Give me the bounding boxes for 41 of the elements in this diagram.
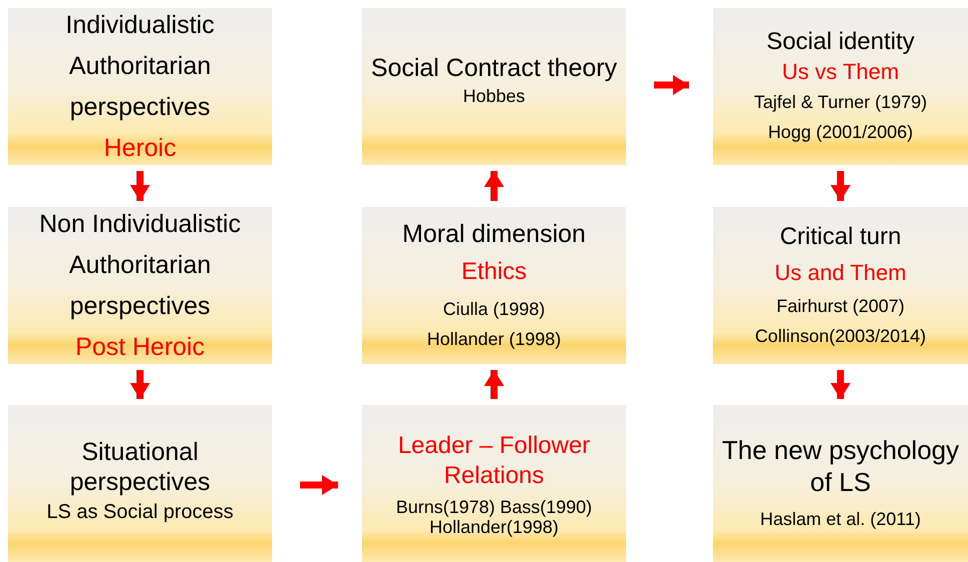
reference-text: Ciulla (1998) xyxy=(442,298,546,321)
process-box xyxy=(713,207,968,364)
highlight-text: Ethics xyxy=(461,256,527,286)
arrow xyxy=(654,75,689,95)
heading: Critical turn xyxy=(780,222,902,252)
reference-text: Hogg (2001/2006) xyxy=(768,120,914,144)
highlight-text: Post Heroic xyxy=(75,332,205,362)
highlight-text: Us vs Them xyxy=(782,58,899,86)
reference-text: Burns(1978) Bass(1990) Hollander(1998) xyxy=(394,496,594,536)
heading: Non Individualistic Authoritarian perspectives xyxy=(38,208,242,322)
process-box xyxy=(362,207,626,364)
process-box xyxy=(362,405,626,562)
reference-text: Collinson(2003/2014) xyxy=(754,324,926,348)
process-box xyxy=(362,8,626,165)
process-box xyxy=(8,405,272,562)
reference-text: LS as Social process xyxy=(46,500,234,524)
reference-text: Tajfel & Turner (1979) xyxy=(754,90,928,114)
process-box xyxy=(713,8,968,165)
process-box xyxy=(8,8,272,165)
highlight-text: Us and Them xyxy=(774,258,906,286)
heading: Individualistic Authoritarian perspectives xyxy=(64,10,216,122)
process-box xyxy=(8,207,272,364)
heading: Social identity xyxy=(766,26,915,56)
arrow xyxy=(130,370,150,399)
arrow xyxy=(130,171,150,201)
arrow xyxy=(830,370,850,399)
reference-text: Haslam et al. (2011) xyxy=(760,508,921,531)
process-box xyxy=(713,405,968,562)
arrow xyxy=(484,171,504,201)
arrow xyxy=(830,171,850,201)
heading: Social Contract theory xyxy=(371,52,617,84)
arrow xyxy=(300,475,338,495)
arrow xyxy=(484,370,504,399)
heading: Moral dimension xyxy=(402,218,586,250)
highlight-text: Leader – Follower Relations xyxy=(396,430,592,490)
reference-text: Fairhurst (2007) xyxy=(776,294,905,318)
reference-text: Hollander (1998) xyxy=(426,328,562,351)
highlight-text: Heroic xyxy=(104,132,176,164)
heading: The new psychology of LS xyxy=(720,434,960,498)
reference-text: Hobbes xyxy=(462,84,526,108)
heading: Situational perspectives xyxy=(68,436,212,496)
